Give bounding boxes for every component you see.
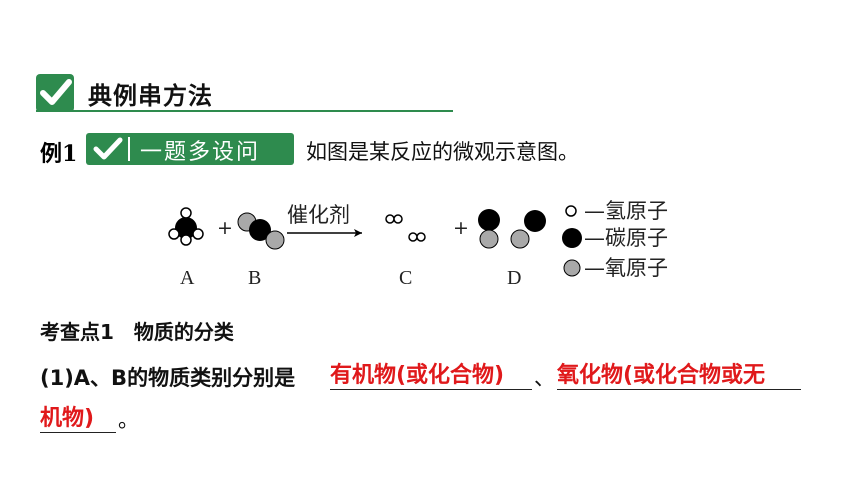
- label-c: C: [399, 267, 412, 289]
- badge-text: 一题多设问: [140, 140, 261, 165]
- oxygen-icon: [563, 259, 581, 277]
- check-icon: [36, 74, 74, 112]
- molecule-a: [168, 207, 204, 246]
- answer-2-cont: 机物): [40, 406, 95, 431]
- example-label: 例1: [40, 141, 78, 167]
- answer-blank-2: 氧化物(或化合物或无: [557, 357, 801, 390]
- legend-carbon: —碳原子: [584, 226, 668, 250]
- label-d: D: [507, 267, 521, 289]
- plus-sign-2: +: [453, 217, 469, 239]
- badge-divider: [128, 137, 130, 161]
- check-icon: [93, 137, 123, 160]
- plus-sign: +: [217, 217, 233, 239]
- molecule-c: [385, 214, 426, 242]
- example-text: 如图是某反应的微观示意图。: [306, 140, 579, 164]
- arrow-head: [354, 229, 362, 237]
- hydrogen-icon: [565, 205, 577, 217]
- answer-2: 氧化物(或化合物或无: [557, 363, 766, 388]
- section-divider: [36, 110, 453, 112]
- label-a: A: [180, 267, 195, 289]
- section-title: 典例串方法: [88, 82, 213, 110]
- catalyst-label: 催化剂: [287, 203, 350, 227]
- question-1-prefix: (1)A、B的物质类别分别是: [40, 366, 296, 390]
- answer-separator: 、: [534, 366, 555, 390]
- legend-hydrogen: —氢原子: [584, 199, 668, 223]
- reaction-diagram: + 催化剂 + A B C D —氢原子 —碳原子 —氧原子: [168, 199, 668, 289]
- molecule-d: [478, 209, 546, 249]
- legend: —氢原子 —碳原子 —氧原子: [562, 199, 668, 280]
- molecule-b: [237, 212, 285, 250]
- kaodian-title: 考查点1 物质的分类: [40, 320, 234, 344]
- sentence-end: 。: [118, 408, 139, 432]
- answer-blank-2-cont: 机物): [40, 400, 116, 433]
- example-badge: 一题多设问: [86, 133, 294, 165]
- label-b: B: [248, 267, 261, 289]
- legend-oxygen: —氧原子: [584, 256, 668, 280]
- answer-1: 有机物(或化合物): [330, 363, 505, 388]
- carbon-icon: [562, 228, 582, 248]
- answer-blank-1: 有机物(或化合物): [330, 357, 532, 390]
